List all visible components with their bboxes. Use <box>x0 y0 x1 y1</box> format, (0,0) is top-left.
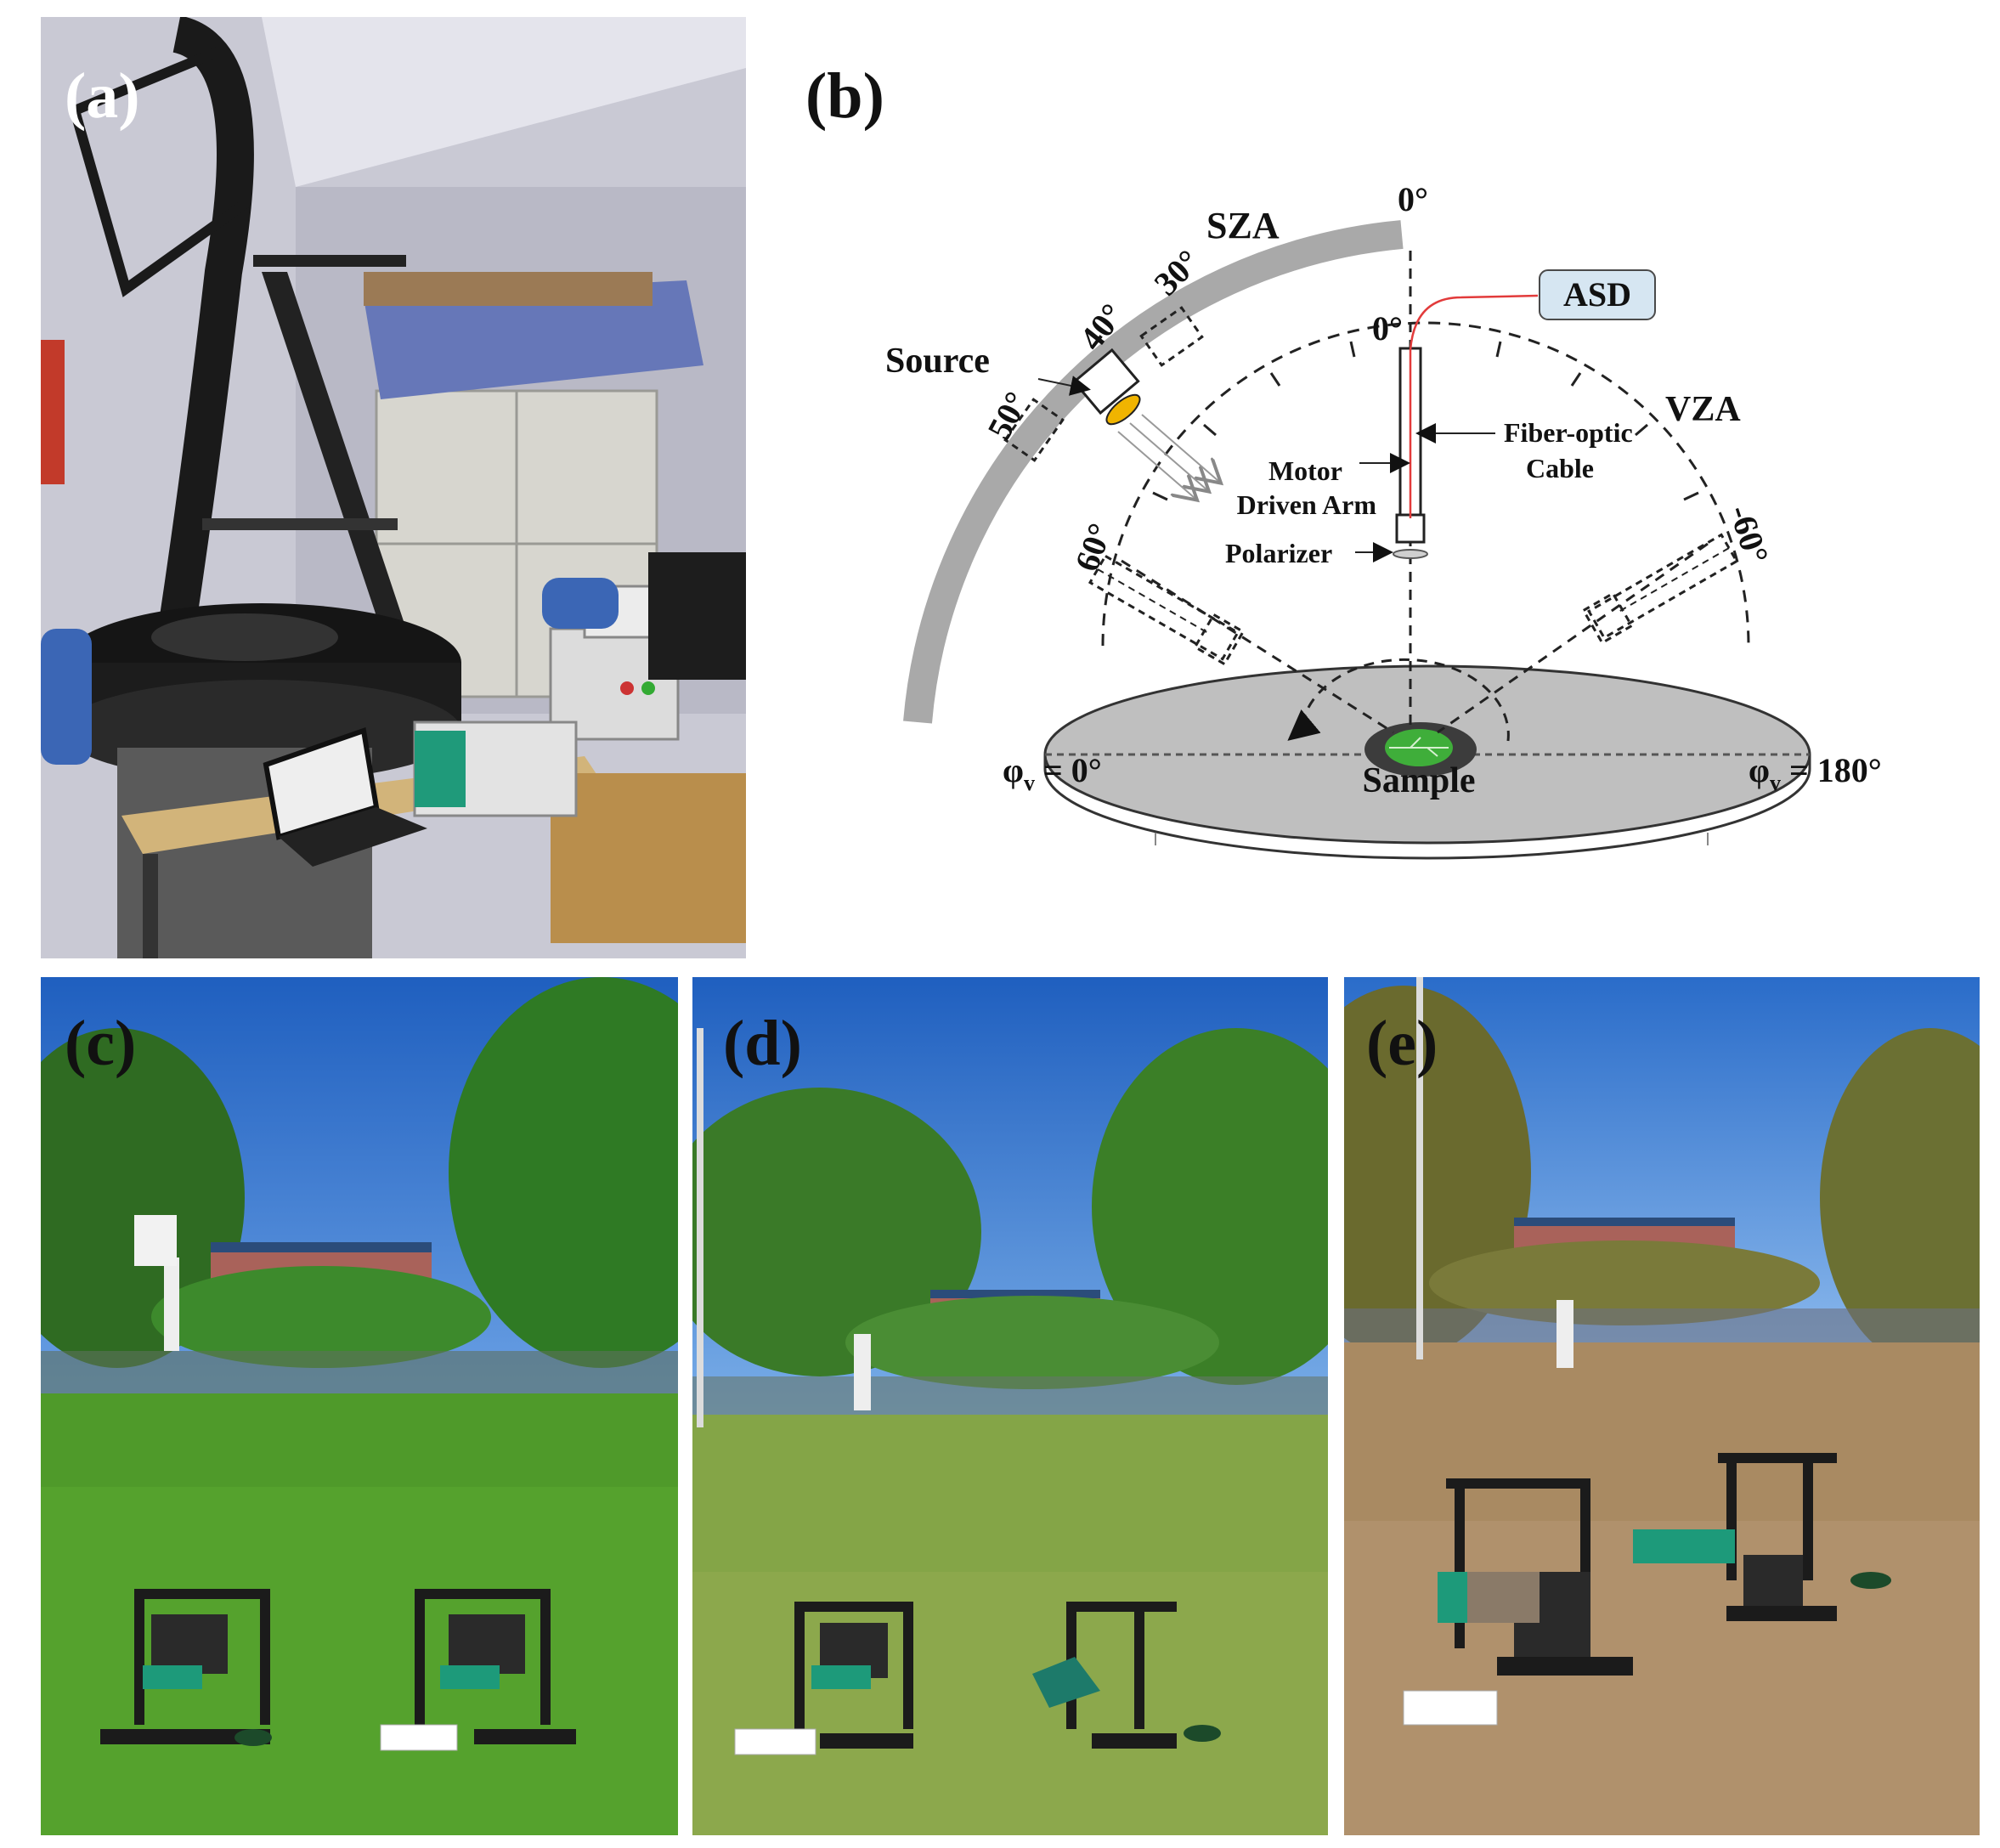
phi-left-label: φv = 0° <box>1003 751 1102 795</box>
motor-label-line2: Driven Arm <box>1237 489 1377 520</box>
panel-e-field-photo: (e) <box>1344 977 1980 1835</box>
svg-text:ASD: ASD <box>1563 275 1631 314</box>
fiber-label-line1: Fiber-optic <box>1504 417 1633 448</box>
sample-label: Sample <box>1362 761 1475 800</box>
motor-label-line1: Motor <box>1268 455 1342 486</box>
fiber-optic-cable <box>1409 294 1539 518</box>
field-photo-mixed <box>692 977 1328 1835</box>
field-photo-dry <box>1344 977 1980 1835</box>
goniometer-schematic: ASD SZA 0° 30° 40° 50° Source 0° VZA 60°… <box>885 180 1882 860</box>
leaf-sample-icon <box>1364 722 1477 777</box>
fiber-label-line2: Cable <box>1526 453 1594 483</box>
sensor-position-left <box>1088 554 1246 666</box>
field-photo-green <box>41 977 678 1835</box>
vza-tick-0: 0° <box>1372 309 1403 348</box>
phi-right-label: φv = 180° <box>1749 751 1882 795</box>
asd-box: ASD <box>1539 269 1656 320</box>
sensor-position-right <box>1581 533 1739 645</box>
polarizer-label: Polarizer <box>1225 538 1332 568</box>
vza-tick-60: 60° <box>1067 518 1119 576</box>
light-source-icon <box>1072 348 1218 498</box>
panel-b-label: (b) <box>805 60 884 132</box>
panel-d-label: (d) <box>723 1008 802 1079</box>
vza-tick-minus-60: -60° <box>1721 500 1776 568</box>
panel-c-field-photo: (c) <box>41 977 678 1835</box>
panel-e-label: (e) <box>1366 1008 1438 1079</box>
panel-a-lab-photo: (a) <box>41 17 746 958</box>
panel-b-schematic: ASD SZA 0° 30° 40° 50° Source 0° VZA 60°… <box>765 17 1988 958</box>
source-label: Source <box>885 342 990 381</box>
panel-a-label: (a) <box>65 60 140 132</box>
panel-d-field-photo: (d) <box>692 977 1328 1835</box>
vza-label: VZA <box>1665 390 1741 429</box>
lab-photo-illustration <box>41 17 746 958</box>
sza-tick-0: 0° <box>1398 180 1428 218</box>
sza-label: SZA <box>1206 205 1280 246</box>
panel-c-label: (c) <box>65 1008 137 1079</box>
